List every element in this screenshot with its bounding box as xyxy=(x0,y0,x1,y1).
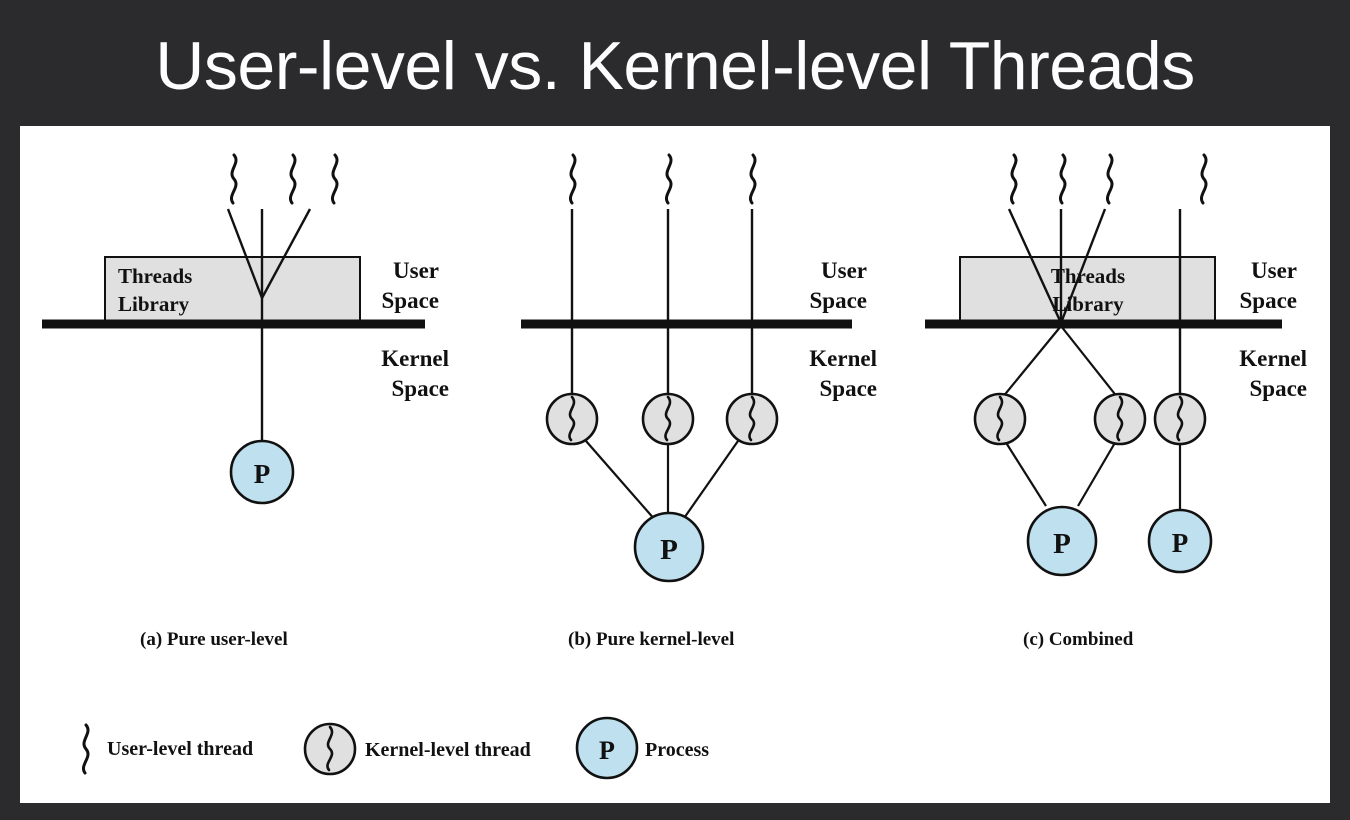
kernel-link-line xyxy=(1060,325,1119,399)
user-space-label-b-line2: Space xyxy=(810,288,868,313)
kernel-thread-node xyxy=(1153,392,1207,446)
kernel-space-label-a-line2: Space xyxy=(392,376,450,401)
process-link-line xyxy=(681,440,739,522)
user-level-thread-icon xyxy=(1105,153,1114,205)
kernel-space-label-a-line1: Kernel xyxy=(381,346,449,371)
kernel-thread-node xyxy=(725,392,779,446)
kernel-thread-node xyxy=(973,392,1027,446)
legend-label-user-level-thread: User-level thread xyxy=(107,738,253,760)
user-level-thread-icon xyxy=(330,153,339,205)
kernel-thread-node xyxy=(641,392,695,446)
user-space-label-a-line2: Space xyxy=(382,288,440,313)
threads-library-label-a-line2: Library xyxy=(118,292,190,316)
user-space-label-b-line1: User xyxy=(821,258,867,283)
thread-line xyxy=(260,208,312,299)
legend-label-kernel-level-thread: Kernel-level thread xyxy=(365,739,531,761)
process-node: P xyxy=(633,511,705,583)
process-link-line xyxy=(1077,440,1117,507)
panel-c: Threads Library xyxy=(925,153,1308,650)
page-title: User-level vs. Kernel-level Threads xyxy=(155,28,1195,104)
user-level-thread-icon xyxy=(664,153,673,205)
process-label: P xyxy=(660,534,678,566)
threads-diagram: Threads Library xyxy=(42,153,1308,780)
process-node: P xyxy=(1026,505,1098,577)
kernel-space-label-b-line1: Kernel xyxy=(809,346,877,371)
kernel-link-line xyxy=(1001,325,1062,399)
process-node: P xyxy=(1147,508,1213,574)
user-level-thread-icon xyxy=(229,153,238,205)
process-link-line xyxy=(585,440,657,522)
legend-kernel-level-thread-icon xyxy=(303,722,357,776)
legend-process-icon: P xyxy=(575,716,639,780)
thread-line xyxy=(1007,208,1063,324)
panel-caption-b: (b) Pure kernel-level xyxy=(568,629,734,650)
threads-library-label-c-line1: Threads xyxy=(1051,264,1125,288)
threads-library-box-a xyxy=(104,256,361,326)
legend-user-level-thread-icon xyxy=(81,723,90,775)
threads-library-label-c-line2: Library xyxy=(1052,292,1124,316)
legend-label-process: Process xyxy=(645,739,709,761)
kernel-space-label-c-line2: Space xyxy=(1250,376,1308,401)
user-space-label-c-line1: User xyxy=(1251,258,1297,283)
user-level-thread-icon xyxy=(1058,153,1067,205)
user-space-label-c-line2: Space xyxy=(1240,288,1298,313)
user-level-thread-icon xyxy=(288,153,297,205)
process-label: P xyxy=(1053,528,1071,560)
panel-caption-c: (c) Combined xyxy=(1023,629,1134,650)
legend-process-inner-label: P xyxy=(599,736,615,765)
user-level-thread-icon xyxy=(568,153,577,205)
panel-b: User Space Kernel Space xyxy=(521,153,878,650)
user-level-thread-icon xyxy=(1199,153,1208,205)
user-level-thread-icon xyxy=(1009,153,1018,205)
user-level-thread-icon xyxy=(748,153,757,205)
process-label: P xyxy=(254,459,271,489)
panel-caption-a: (a) Pure user-level xyxy=(140,629,288,650)
thread-line xyxy=(226,208,264,299)
kernel-space-label-c-line1: Kernel xyxy=(1239,346,1307,371)
process-label: P xyxy=(1172,528,1189,558)
user-space-label-a-line1: User xyxy=(393,258,439,283)
legend: User-level thread Kernel-level thread P … xyxy=(81,716,709,780)
kernel-thread-node xyxy=(545,392,599,446)
thread-line xyxy=(1059,208,1107,324)
process-node: P xyxy=(229,439,295,505)
process-link-line xyxy=(1004,440,1047,507)
kernel-space-label-b-line2: Space xyxy=(820,376,878,401)
panel-a: Threads Library xyxy=(42,153,450,650)
threads-library-label-a-line1: Threads xyxy=(118,264,192,288)
kernel-thread-node xyxy=(1093,392,1147,446)
figure-card: Threads Library xyxy=(20,126,1330,803)
